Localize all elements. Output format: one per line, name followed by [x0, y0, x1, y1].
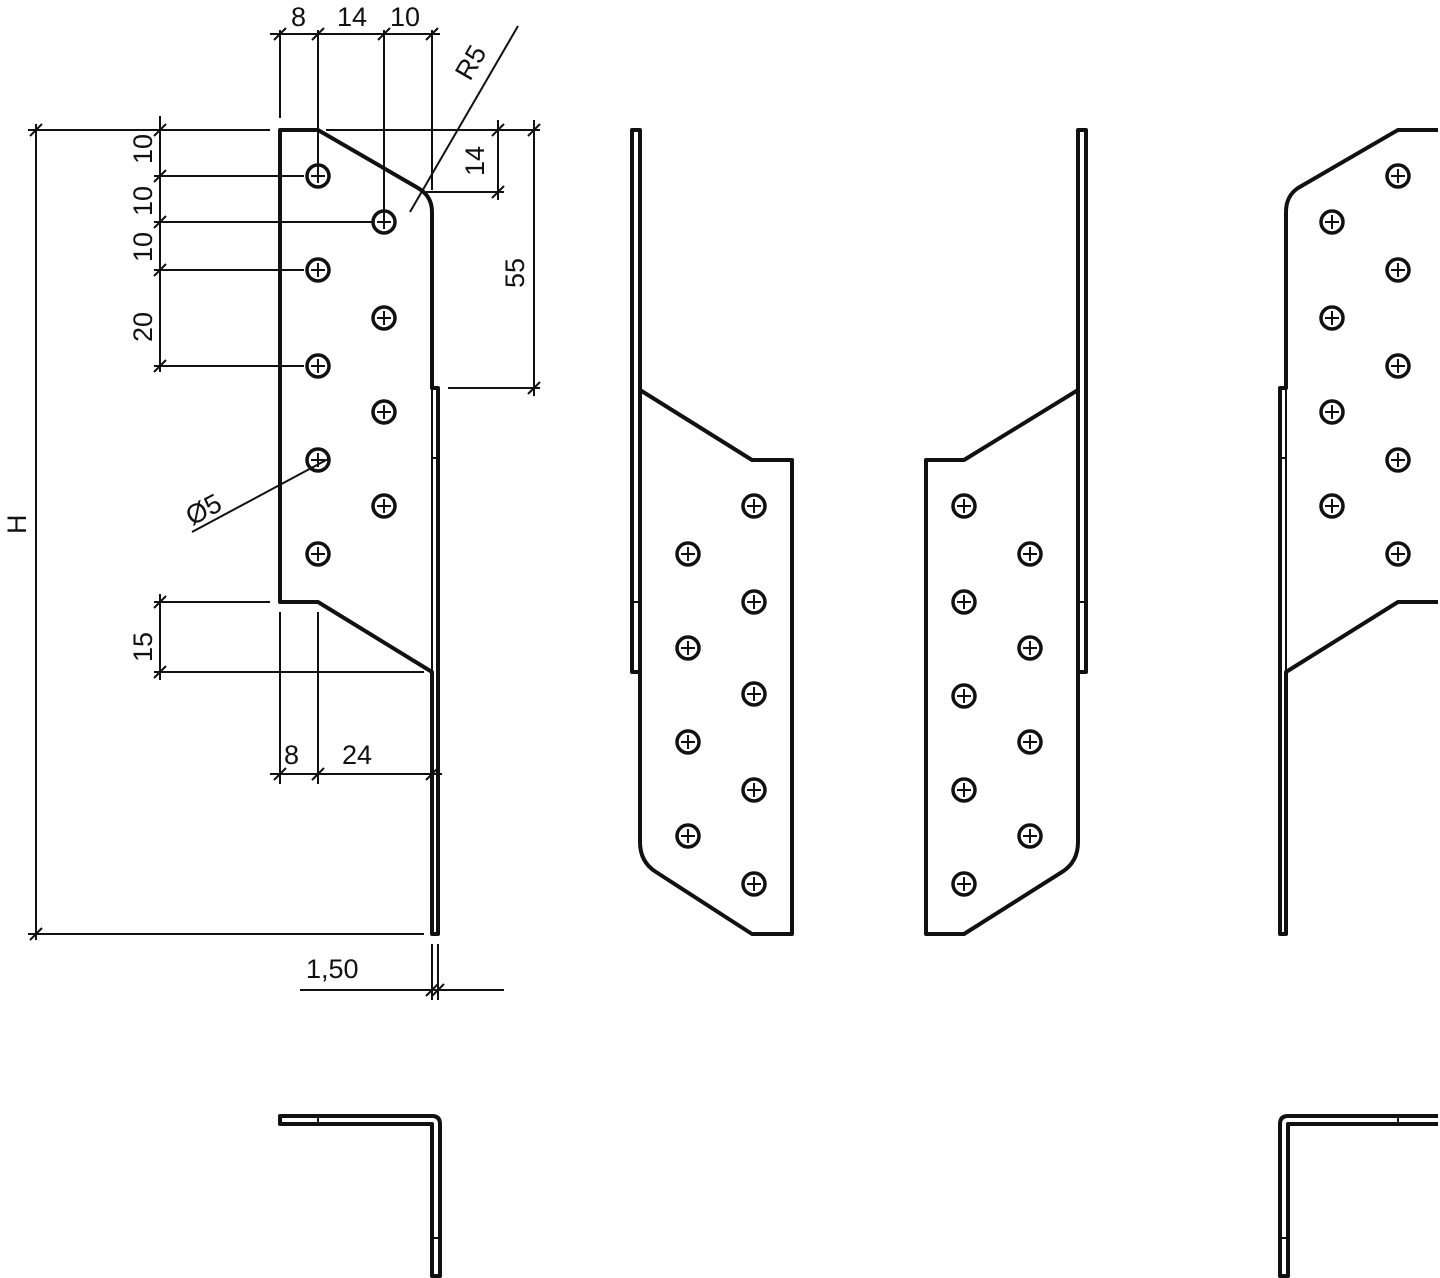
dim-top-cut-14: 14	[460, 146, 490, 176]
dimension-lines	[28, 25, 541, 1000]
hole	[1319, 399, 1345, 425]
dimension-texts: 8 14 10 R5 14 55 10 10 10 20 H 15 8 24 Ø…	[2, 2, 530, 984]
hole	[1017, 541, 1043, 567]
plate-outline	[278, 128, 440, 936]
dim-thickness: 1,50	[306, 954, 359, 984]
hole	[371, 399, 397, 425]
dim-top-14: 14	[337, 2, 367, 32]
hole	[951, 871, 977, 897]
dim-overall-H: H	[2, 515, 32, 535]
top-view-right	[1278, 1114, 1438, 1278]
hole	[951, 683, 977, 709]
hole	[951, 777, 977, 803]
back-view	[1278, 128, 1438, 936]
hole	[1017, 635, 1043, 661]
hole	[675, 635, 701, 661]
dim-flange-55: 55	[500, 258, 530, 288]
hole	[1319, 209, 1345, 235]
hole	[1319, 305, 1345, 331]
dim-top-10: 10	[390, 2, 420, 32]
dim-radius: R5	[449, 40, 492, 85]
hole	[675, 541, 701, 567]
hole	[741, 493, 767, 519]
dim-bottom-8: 8	[284, 740, 299, 770]
back-holes	[1319, 163, 1411, 567]
side-left-plate	[638, 388, 794, 936]
back-plate-outline	[1278, 128, 1438, 936]
hole	[951, 589, 977, 615]
hole	[741, 589, 767, 615]
hole	[675, 729, 701, 755]
hole	[305, 353, 331, 379]
dim-hole-diameter: Ø5	[181, 488, 227, 531]
side-view-right	[924, 128, 1088, 936]
dim-bottom-24: 24	[342, 740, 372, 770]
hole	[1385, 257, 1411, 283]
hole	[1385, 447, 1411, 473]
hole	[371, 305, 397, 331]
hole	[1385, 163, 1411, 189]
hole	[951, 493, 977, 519]
hole	[1385, 541, 1411, 567]
dim-v-10b: 10	[128, 186, 158, 216]
hole	[675, 823, 701, 849]
hole	[305, 257, 331, 283]
top-view-left	[278, 1114, 442, 1278]
hole	[741, 681, 767, 707]
hole	[305, 541, 331, 567]
hole	[1385, 353, 1411, 379]
dim-v-10c: 10	[128, 232, 158, 262]
dim-v-10a: 10	[128, 134, 158, 164]
side-view-left	[630, 128, 794, 936]
side-right-holes	[951, 493, 1043, 897]
front-view-dimensioned	[278, 128, 440, 936]
hole	[741, 777, 767, 803]
side-right-plate	[924, 388, 1080, 936]
hole	[1319, 493, 1345, 519]
dim-v-20: 20	[128, 312, 158, 342]
hole	[1017, 729, 1043, 755]
hole	[741, 871, 767, 897]
hole	[1017, 823, 1043, 849]
dim-bottom-cut-15: 15	[128, 632, 158, 662]
front-holes	[305, 163, 397, 567]
side-left-holes	[675, 493, 767, 897]
dim-top-8: 8	[291, 2, 306, 32]
hole	[371, 493, 397, 519]
